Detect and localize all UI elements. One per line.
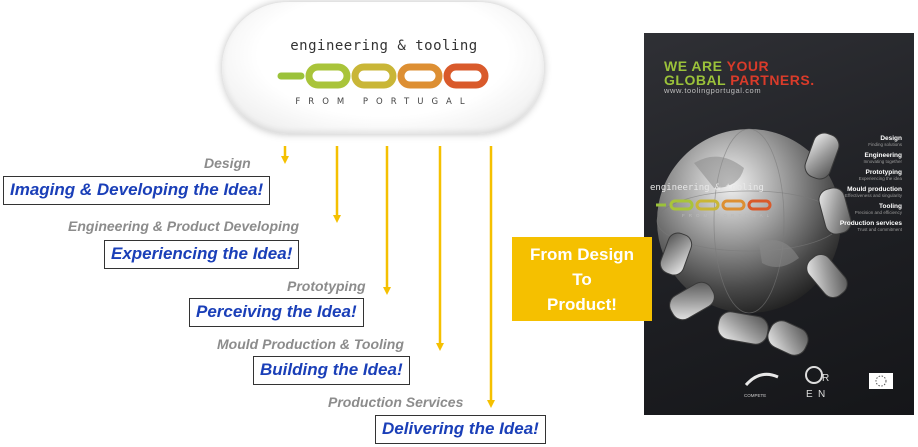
list-item-desc: Effectiveness and singularity xyxy=(845,193,902,198)
callout-line-2: To xyxy=(572,269,592,289)
svg-text:N: N xyxy=(818,389,825,400)
poster-list-item: Prototyping Experiencing the idea xyxy=(840,169,902,181)
list-item-title: Engineering xyxy=(864,152,902,159)
poster-headline: WE ARE YOUR GLOBAL PARTNERS. xyxy=(664,59,815,87)
compete-logo-icon xyxy=(744,372,779,387)
callout-line-3: Product! xyxy=(547,294,617,314)
headline-part1: WE ARE xyxy=(664,58,727,74)
stage-production-box: Delivering the Idea! xyxy=(375,415,546,444)
stage-engineering-label: Engineering & Product Developing xyxy=(68,218,300,234)
stage-mould-box: Building the Idea! xyxy=(253,356,410,385)
list-item-desc: Trust and commitment xyxy=(857,227,902,232)
list-item-desc: Finding solutions xyxy=(868,142,902,147)
stage-production-label: Production Services xyxy=(328,394,464,410)
list-item-desc: Experiencing the idea xyxy=(858,176,902,181)
list-item-title: Tooling xyxy=(879,203,902,210)
robot-hand-globe-icon xyxy=(656,128,852,356)
list-item-desc: Precision and efficiency xyxy=(854,210,902,215)
logo-title: engineering & tooling xyxy=(290,38,478,54)
logo-subtitle: FROM PORTUGAL xyxy=(295,97,473,107)
list-item-title: Production services xyxy=(839,220,902,227)
poster-service-list: Design Finding solutions Engineering Inn… xyxy=(840,135,902,237)
list-item-desc: Innovating together xyxy=(863,159,902,164)
stage-mould-label: Mould Production & Tooling xyxy=(217,336,404,352)
chain-logo-icon xyxy=(277,63,489,89)
qren-logo-icon: R E N xyxy=(805,366,829,400)
brand-logo: engineering & tooling FROM PORTUGAL xyxy=(222,2,544,134)
poster-list-item: Engineering Innovating together xyxy=(840,152,902,164)
eu-flag-icon xyxy=(869,373,893,389)
poster-logo-subtitle: FROM PORTUGAL xyxy=(682,213,774,218)
stage-prototyping-label: Prototyping xyxy=(287,278,366,294)
poster-chain-icon xyxy=(656,199,772,211)
headline-part4: PARTNERS. xyxy=(730,72,815,88)
poster-list-item: Mould production Effectiveness and singu… xyxy=(840,186,902,198)
poster-list-item: Design Finding solutions xyxy=(840,135,902,147)
poster-list-item: Production services Trust and commitment xyxy=(840,220,902,232)
stage-design-box: Imaging & Developing the Idea! xyxy=(3,176,271,205)
headline-part2: YOUR xyxy=(726,58,770,74)
compete-label: COMPETE xyxy=(744,393,767,398)
svg-text:R: R xyxy=(822,373,829,384)
list-item-title: Design xyxy=(880,135,902,142)
stage-prototyping-box: Perceiving the Idea! xyxy=(189,298,364,327)
poster-list-item: Tooling Precision and efficiency xyxy=(840,203,902,215)
headline-part3: GLOBAL xyxy=(664,72,731,88)
callout-line-1: From Design xyxy=(530,244,634,264)
poster-url: www.toolingportugal.com xyxy=(664,86,762,95)
stage-design-label: Design xyxy=(204,155,251,171)
poster-logo-text: engineering & tooling xyxy=(650,183,764,193)
list-item-title: Mould production xyxy=(847,186,902,193)
list-item-title: Prototyping xyxy=(865,169,902,176)
design-to-product-callout: From Design To Product! xyxy=(512,237,652,321)
svg-text:E: E xyxy=(806,389,813,400)
stage-engineering-box: Experiencing the Idea! xyxy=(104,240,300,269)
poster-image: WE ARE YOUR GLOBAL PARTNERS. www.tooling… xyxy=(644,33,914,415)
